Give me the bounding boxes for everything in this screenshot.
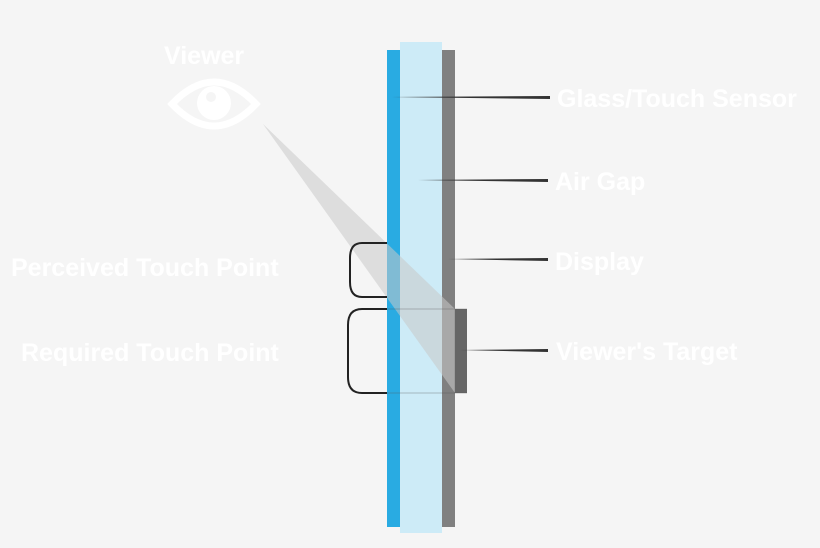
display-layer [442,50,455,527]
leader-line-target [460,349,548,352]
required-touch-bracket [347,308,387,394]
glass-touch-sensor-label: Glass/Touch Sensor [557,85,797,113]
eye-icon [167,78,261,130]
viewer-target-block [454,309,467,393]
display-label: Display [555,248,644,276]
viewer-label: Viewer [164,42,245,70]
leader-line-display [448,258,548,261]
perceived-touch-point-label: Perceived Touch Point [11,254,279,282]
viewers-target-label: Viewer's Target [556,338,738,366]
perceived-touch-bracket [349,242,387,298]
required-touch-point-label: Required Touch Point [21,339,279,367]
sight-cone [263,124,455,393]
leader-line-air-gap [418,179,548,182]
air-gap-label: Air Gap [555,168,646,196]
leader-line-glass [392,96,550,99]
